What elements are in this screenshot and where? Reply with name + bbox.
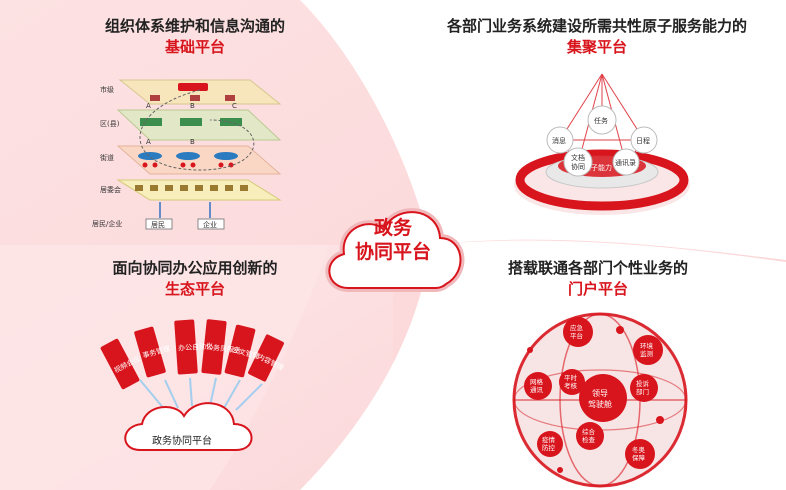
center-title-line1: 政务 bbox=[373, 217, 412, 239]
base-label: 原子能力 bbox=[584, 163, 612, 172]
org-node-b1: B bbox=[190, 102, 195, 110]
layer-label-street: 街道 bbox=[100, 153, 114, 162]
bubble-doc-collab: 文档 协同 bbox=[563, 147, 593, 177]
svg-text:政务协同平台: 政务协同平台 bbox=[152, 434, 212, 447]
portal-node-5a: 网格 bbox=[530, 377, 544, 386]
portal-node-1b: 平台 bbox=[570, 331, 583, 340]
quad-br-subtitle: 门户平台 bbox=[567, 280, 628, 298]
layer-label-district: 区(县) bbox=[100, 120, 120, 128]
quad-tl-title-text: 组织体系维护和信息沟通的 bbox=[104, 17, 285, 35]
eco-cloud: 政务协同平台 bbox=[124, 402, 253, 451]
portal-nodes bbox=[524, 317, 664, 473]
quad-tl-title: 组织体系维护和信息沟通的 基础平台 bbox=[60, 16, 330, 58]
portal-node-2a: 环境 bbox=[640, 341, 654, 350]
portal-node-1a: 应急 bbox=[570, 323, 584, 332]
org-node-a1: A bbox=[146, 102, 151, 110]
svg-text:驾驶舱: 驾驶舱 bbox=[588, 399, 612, 409]
svg-text:任务: 任务 bbox=[594, 116, 608, 125]
bubble-message: 消息 bbox=[546, 126, 574, 154]
portal-node-3b: 考核 bbox=[564, 381, 578, 390]
org-bottom-label-1: 居民 bbox=[151, 221, 165, 229]
portal-node-4b: 部门 bbox=[636, 387, 649, 396]
bubble-task: 任务 bbox=[587, 105, 617, 135]
portal-node-6a: 综合 bbox=[582, 427, 596, 436]
quad-bl-title-text: 面向协同办公应用创新的 bbox=[112, 259, 278, 277]
svg-text:日程: 日程 bbox=[636, 136, 650, 145]
quad-br-title: 搭载联通各部门个性业务的 门户平台 bbox=[468, 258, 728, 300]
org-node-c1: C bbox=[232, 102, 237, 110]
portal-node-7b: 防控 bbox=[542, 443, 556, 452]
user-system-ring bbox=[515, 149, 689, 211]
org-bottom-label-2: 企业 bbox=[203, 220, 217, 229]
portal-node-8a: 冬奥 bbox=[632, 445, 646, 454]
quad-tl-subtitle: 基础平台 bbox=[164, 38, 225, 56]
layer-label-city: 市级 bbox=[100, 85, 114, 94]
portal-node-8b: 保障 bbox=[632, 453, 646, 462]
portal-node-4a: 投诉 bbox=[636, 379, 650, 388]
eco-tag-3: 办公自动化 bbox=[178, 341, 214, 352]
bubble-schedule: 日程 bbox=[630, 126, 658, 154]
eco-tag-4: 公务员服务 bbox=[206, 342, 242, 355]
portal-node-3a: 平时 bbox=[564, 373, 578, 382]
quad-tr-title: 各部门业务系统建设所需共性原子服务能力的 集聚平台 bbox=[408, 16, 786, 58]
svg-text:通讯录: 通讯录 bbox=[615, 158, 636, 167]
portal-node-7a: 疫情 bbox=[542, 435, 556, 444]
layer-label-community: 居委会 bbox=[100, 185, 121, 194]
bubble-contacts: 通讯录 bbox=[612, 148, 640, 176]
center-cloud bbox=[325, 208, 465, 292]
svg-text:消息: 消息 bbox=[552, 136, 566, 145]
center-node: 领导 驾驶舱 bbox=[579, 374, 627, 422]
center-title: 政务 协同平台 bbox=[318, 216, 468, 264]
quad-tr-subtitle: 集聚平台 bbox=[566, 38, 627, 56]
layer-label-residents: 居民/企业 bbox=[92, 219, 122, 228]
quad-bl-title: 面向协同办公应用创新的 生态平台 bbox=[60, 258, 330, 300]
org-node-b2: B bbox=[190, 138, 195, 146]
svg-text:领导: 领导 bbox=[592, 388, 608, 398]
portal-node-6b: 检查 bbox=[582, 435, 596, 444]
layer-street bbox=[116, 145, 282, 175]
quad-bl-subtitle: 生态平台 bbox=[164, 280, 225, 298]
ring-label: 统一用户体系 bbox=[560, 214, 608, 224]
quad-tr-title-text: 各部门业务系统建设所需共性原子服务能力的 bbox=[446, 17, 747, 35]
org-node-a2: A bbox=[146, 138, 151, 146]
quad-br-title-text: 搭载联通各部门个性业务的 bbox=[507, 259, 688, 277]
svg-text:文档: 文档 bbox=[571, 153, 585, 162]
portal-node-5b: 通讯 bbox=[530, 385, 544, 394]
portal-node-2b: 监测 bbox=[640, 349, 654, 358]
center-title-line2: 协同平台 bbox=[354, 241, 431, 263]
svg-text:协同: 协同 bbox=[571, 162, 585, 171]
